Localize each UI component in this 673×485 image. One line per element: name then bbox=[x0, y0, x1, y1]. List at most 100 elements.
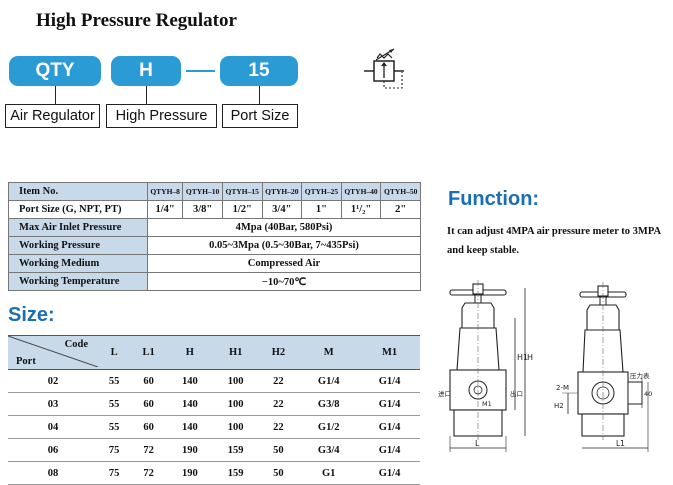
size-value-cell: 140 bbox=[167, 392, 213, 416]
port-size-cell: 1¹/₂" bbox=[340, 200, 382, 219]
model-cell: QTYH–10 bbox=[182, 182, 223, 201]
model-cell: QTYH–20 bbox=[261, 182, 303, 201]
page-title: High Pressure Regulator bbox=[36, 10, 237, 31]
size-value-cell: 159 bbox=[212, 461, 259, 485]
side-view-drawing bbox=[562, 282, 649, 452]
size-value-cell: 140 bbox=[167, 415, 213, 439]
dim-label-h1: H1 bbox=[517, 353, 528, 362]
size-value-cell: G1/4 bbox=[359, 392, 420, 416]
port-size-cell: 1/4" bbox=[146, 200, 184, 219]
size-value-cell: G1/4 bbox=[359, 438, 420, 462]
spec-row-value: 4Mpa (40Bar, 580Psi) bbox=[147, 218, 421, 237]
size-col-header: H2 bbox=[258, 335, 299, 370]
size-port-cell: 04 bbox=[8, 415, 98, 439]
spec-row-value: Compressed Air bbox=[147, 254, 421, 273]
spec-row: Max Air Inlet Pressure 4Mpa (40Bar, 580P… bbox=[8, 218, 421, 237]
spec-row-port-size: Port Size (G, NPT, PT) 1/4" 3/8" 1/2" 3/… bbox=[8, 200, 421, 219]
size-row: 02 55 60 140 100 22 G1/4 G1/4 bbox=[8, 369, 420, 393]
size-value-cell: 55 bbox=[98, 392, 131, 416]
spec-header-label: Item No. bbox=[8, 182, 148, 201]
model-cell: QTYH–15 bbox=[221, 182, 263, 201]
size-corner-cell: Code Port bbox=[8, 335, 98, 370]
size-value-cell: 55 bbox=[98, 369, 131, 393]
spec-row-label: Working Medium bbox=[8, 254, 148, 273]
connector-line bbox=[55, 86, 56, 104]
size-port-cell: 08 bbox=[8, 461, 98, 485]
size-header-row: Code Port L L1 H H1 H2 M M1 bbox=[8, 335, 420, 370]
size-value-cell: 72 bbox=[130, 461, 167, 485]
spec-row: Working Pressure 0.05~3Mpa (0.5~30Bar, 7… bbox=[8, 236, 421, 255]
code-pill-type: H bbox=[111, 56, 181, 86]
connector-line bbox=[146, 86, 147, 104]
code-pill-port: 15 bbox=[220, 56, 298, 86]
size-corner-code: Code bbox=[64, 339, 88, 350]
size-row: 04 55 60 140 100 22 G1/2 G1/4 bbox=[8, 415, 420, 439]
dim-label-l: L bbox=[475, 439, 480, 448]
size-row: 08 75 72 190 159 50 G1 G1/4 bbox=[8, 461, 420, 485]
size-port-cell: 02 bbox=[8, 369, 98, 393]
size-col-header: M bbox=[298, 335, 360, 370]
size-value-cell: 50 bbox=[258, 461, 299, 485]
port-size-cell: 2" bbox=[380, 200, 421, 219]
size-value-cell: 190 bbox=[167, 438, 213, 462]
dimension-drawing: L H1 H 进口 出口 M1 2-M H2 L1 压力表 40 bbox=[438, 280, 652, 452]
size-value-cell: G1/4 bbox=[298, 369, 360, 393]
size-value-cell: G3/4 bbox=[298, 438, 360, 462]
dim-label-h2: H2 bbox=[554, 402, 564, 410]
size-row: 03 55 60 140 100 22 G3/8 G1/4 bbox=[8, 392, 420, 416]
size-col-header: L1 bbox=[130, 335, 167, 370]
spec-header-row: Item No. QTYH–8 QTYH–10 QTYH–15 QTYH–20 … bbox=[8, 182, 421, 201]
size-value-cell: 72 bbox=[130, 438, 167, 462]
size-value-cell: 60 bbox=[130, 392, 167, 416]
front-view-drawing bbox=[449, 280, 526, 452]
size-value-cell: 159 bbox=[212, 438, 259, 462]
spec-table: Item No. QTYH–8 QTYH–10 QTYH–15 QTYH–20 … bbox=[8, 182, 421, 291]
dim-label-40: 40 bbox=[644, 390, 652, 398]
dim-label-inlet: 进口 bbox=[438, 390, 451, 398]
regulator-symbol-icon bbox=[364, 48, 404, 89]
size-value-cell: 60 bbox=[130, 369, 167, 393]
size-value-cell: G1/2 bbox=[298, 415, 360, 439]
size-value-cell: G1 bbox=[298, 461, 360, 485]
dim-label-m1: M1 bbox=[482, 400, 492, 408]
size-value-cell: 75 bbox=[98, 461, 131, 485]
size-value-cell: 140 bbox=[167, 369, 213, 393]
spec-row-label: Working Temperature bbox=[8, 272, 148, 291]
port-size-cell: 1/2" bbox=[221, 200, 263, 219]
spec-row-value: 0.05~3Mpa (0.5~30Bar, 7~435Psi) bbox=[147, 236, 421, 255]
port-size-cell: 1" bbox=[301, 200, 342, 219]
size-port-cell: 06 bbox=[8, 438, 98, 462]
connector-line bbox=[259, 86, 260, 104]
code-pill-series: QTY bbox=[9, 56, 101, 86]
spec-port-size-label: Port Size (G, NPT, PT) bbox=[8, 200, 148, 219]
function-text-line: and keep stable. bbox=[447, 245, 520, 256]
model-cell: QTYH–8 bbox=[146, 182, 184, 201]
model-cell: QTYH–25 bbox=[301, 182, 342, 201]
size-col-header: H bbox=[167, 335, 213, 370]
port-size-cell: 3/8" bbox=[182, 200, 223, 219]
code-type: H bbox=[139, 60, 153, 81]
size-col-header: L bbox=[98, 335, 131, 370]
code-label-port: Port Size bbox=[222, 104, 298, 128]
size-value-cell: 60 bbox=[130, 415, 167, 439]
function-title: Function: bbox=[448, 188, 540, 210]
size-value-cell: 50 bbox=[258, 438, 299, 462]
size-col-header: H1 bbox=[212, 335, 259, 370]
spec-row-label: Working Pressure bbox=[8, 236, 148, 255]
spec-row: Working Temperature −10~70℃ bbox=[8, 272, 421, 291]
size-value-cell: 22 bbox=[258, 369, 299, 393]
function-text: It can adjust 4MPA air pressure meter to… bbox=[447, 222, 672, 260]
size-value-cell: 100 bbox=[212, 392, 259, 416]
dim-label-outlet: 出口 bbox=[510, 389, 523, 398]
spec-row-label: Max Air Inlet Pressure bbox=[8, 218, 148, 237]
size-value-cell: G1/4 bbox=[359, 369, 420, 393]
size-value-cell: 190 bbox=[167, 461, 213, 485]
code-label-type: High Pressure bbox=[106, 104, 217, 128]
dim-label-2m: 2-M bbox=[556, 384, 569, 392]
code-label-series: Air Regulator bbox=[5, 104, 100, 128]
size-value-cell: 100 bbox=[212, 415, 259, 439]
size-value-cell: 100 bbox=[212, 369, 259, 393]
size-value-cell: G3/8 bbox=[298, 392, 360, 416]
dim-label-l1: L1 bbox=[616, 439, 625, 448]
model-cell: QTYH–40 bbox=[340, 182, 382, 201]
